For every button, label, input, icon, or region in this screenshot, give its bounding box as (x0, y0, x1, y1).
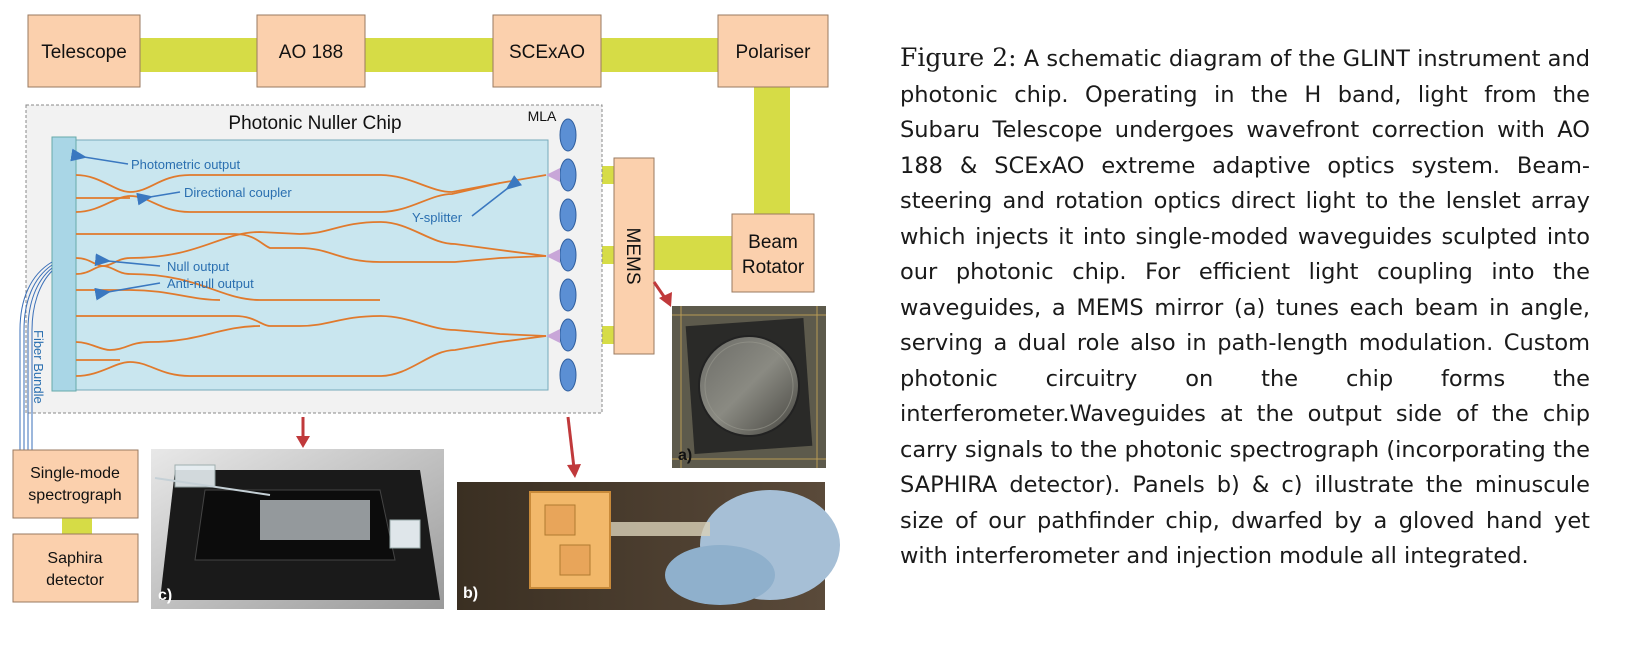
photonic-nuller-chip: Photonic Nuller Chip MLA (25, 104, 603, 414)
red-arrows (296, 281, 672, 478)
waveguides (75, 174, 547, 377)
scexao-box: SCExAO (492, 14, 602, 88)
beam-rotator-label-1: Beam (748, 232, 798, 253)
photo-b-chip-in-hand: b) (457, 482, 840, 610)
beam-rotator-box: Beam Rotator (731, 213, 815, 293)
panel-c-label: c) (158, 587, 172, 604)
beam-paths (62, 38, 790, 534)
mems-label: MEMS (622, 228, 643, 285)
injection-cones (546, 168, 560, 343)
mla-label: MLA (528, 108, 557, 124)
spectrograph-box: Single-mode spectrograph (12, 449, 139, 519)
spectrograph-label-1: Single-mode (30, 465, 120, 482)
null-output-label: Null output (167, 259, 230, 274)
fiber-bundle (19, 261, 53, 452)
callout-arrows (70, 148, 523, 301)
telescope-box: Telescope (27, 14, 141, 88)
chip-title: Photonic Nuller Chip (228, 113, 401, 134)
beam-rotator-label-2: Rotator (742, 257, 805, 278)
mems-box: MEMS (613, 157, 655, 355)
fiber-bundle-label: Fiber Bundle (31, 330, 46, 404)
panel-a-label: a) (678, 447, 692, 464)
anti-null-output-label: Anti-null output (167, 276, 254, 291)
caption-figure-label: Figure 2: (900, 43, 1017, 72)
telescope-label: Telescope (41, 42, 127, 63)
polariser-box: Polariser (717, 14, 829, 88)
mla-lenslets (559, 118, 577, 392)
polariser-label: Polariser (736, 42, 812, 63)
photometric-output-label: Photometric output (131, 157, 241, 172)
directional-coupler-label: Directional coupler (184, 185, 292, 200)
glint-schematic-diagram: Telescope AO 188 SCExAO Polariser Beam R… (12, 14, 840, 610)
figure-caption: Figure 2: A schematic diagram of the GLI… (900, 40, 1590, 575)
caption-text: A schematic diagram of the GLINT instrum… (900, 46, 1591, 569)
ao188-label: AO 188 (279, 42, 343, 63)
saphira-label-1: Saphira (47, 550, 102, 567)
photo-a-mems-mirror: a) (672, 306, 826, 468)
saphira-label-2: detector (46, 572, 104, 589)
panel-b-label: b) (463, 585, 478, 602)
y-splitter-label: Y-splitter (412, 210, 463, 225)
ao188-box: AO 188 (256, 14, 366, 88)
spectrograph-label-2: spectrograph (28, 487, 121, 504)
scexao-label: SCExAO (509, 42, 585, 63)
photo-c-chip-mount: c) (151, 449, 444, 609)
saphira-detector-box: Saphira detector (12, 533, 139, 603)
